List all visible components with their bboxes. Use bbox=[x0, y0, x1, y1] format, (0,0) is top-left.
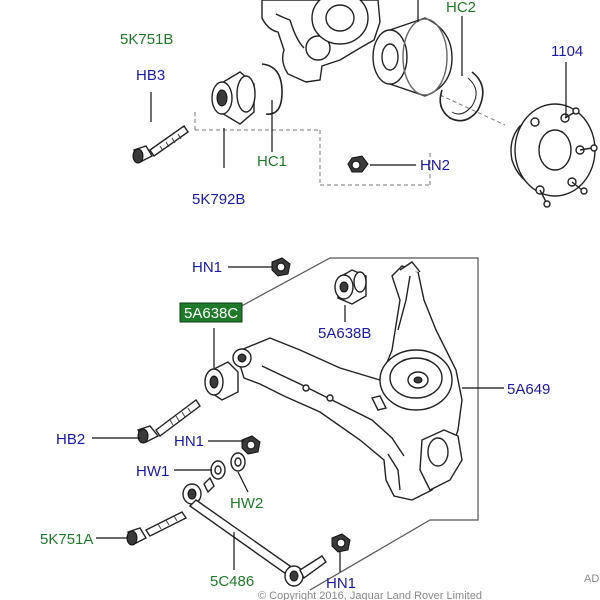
label-HB3: HB3 bbox=[136, 67, 165, 84]
bolt-hb2 bbox=[136, 398, 201, 444]
nut-hn1-top bbox=[271, 257, 291, 277]
nut-hn1-bottom bbox=[331, 533, 351, 553]
label-HC2: HC2 bbox=[446, 0, 476, 16]
label-5K751B: 5K751B bbox=[120, 31, 173, 48]
label-5K751A: 5K751A bbox=[40, 531, 93, 548]
highlight-5A638C bbox=[179, 302, 243, 323]
nut-hn1-mid bbox=[241, 435, 261, 455]
label-5K792B: 5K792B bbox=[192, 191, 245, 208]
wheel-bearing bbox=[372, 17, 453, 97]
label-HN1-mid: HN1 bbox=[174, 433, 204, 450]
circlip-hc2 bbox=[439, 71, 484, 122]
lower-arm-assembly bbox=[92, 257, 504, 591]
copyright-text: © Copyright 2016, Jaguar Land Rover Limi… bbox=[258, 590, 482, 600]
label-5A649: 5A649 bbox=[507, 381, 550, 398]
label-HW2: HW2 bbox=[230, 495, 263, 512]
label-HN2: HN2 bbox=[420, 157, 450, 174]
link-5C486 bbox=[182, 476, 327, 587]
label-HC1: HC1 bbox=[257, 153, 287, 170]
wheel-hub-1104 bbox=[510, 103, 598, 208]
label-HN1-bottom: HN1 bbox=[326, 575, 356, 592]
label-5A638C: 5A638C bbox=[184, 305, 238, 322]
label-5A638B: 5A638B bbox=[318, 325, 371, 342]
upper-assembly bbox=[132, 0, 598, 208]
bush-5K792B bbox=[211, 71, 256, 125]
label-HB2: HB2 bbox=[56, 431, 85, 448]
bush-5A638C bbox=[204, 348, 252, 401]
bolt-hb3 bbox=[132, 125, 189, 164]
lower-control-arm-5A649 bbox=[235, 261, 463, 501]
nut-hn2 bbox=[347, 155, 369, 173]
label-AD: AD bbox=[584, 573, 599, 585]
bolt-5K751A bbox=[126, 511, 188, 546]
snap-ring-hc1 bbox=[261, 63, 283, 115]
label-5C486: 5C486 bbox=[210, 573, 254, 590]
callout-labels: 5K751B HB3 HC2 1104 HC1 HN2 5K792B HN1 5… bbox=[40, 0, 599, 600]
bush-5A638B bbox=[334, 269, 367, 305]
label-1104: 1104 bbox=[551, 43, 583, 60]
label-HN1-top: HN1 bbox=[192, 259, 222, 276]
label-HW1: HW1 bbox=[136, 463, 169, 480]
